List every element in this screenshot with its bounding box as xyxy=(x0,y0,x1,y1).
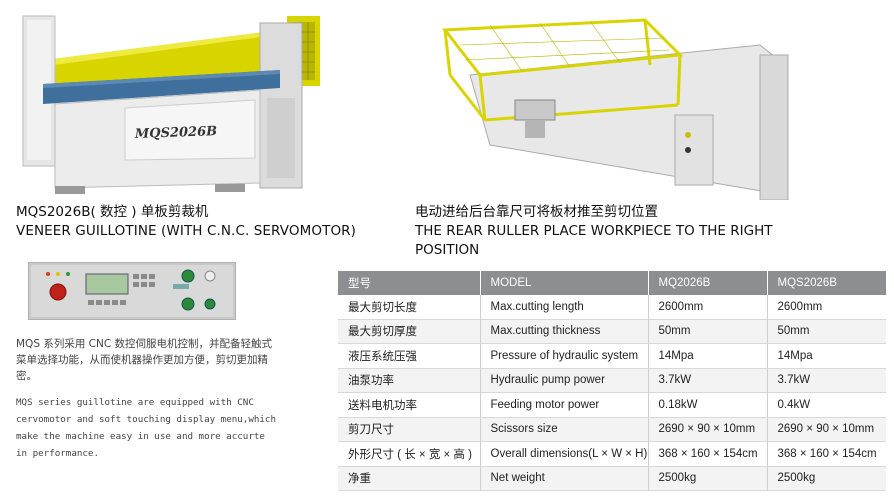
table-cell: 368 × 160 × 154cm xyxy=(648,441,768,467)
table-cell: 2500kg xyxy=(767,466,886,491)
table-cell: 0.18kW xyxy=(648,392,768,418)
header-model-en: MODEL xyxy=(480,271,649,295)
spec-table-header: 型号 MODEL MQ2026B MQS2026B xyxy=(338,271,886,295)
table-cell: 368 × 160 × 154cm xyxy=(767,441,886,467)
table-cell: 最大剪切长度 xyxy=(338,295,481,320)
table-row: 液压系统压强 Pressure of hydraulic system 14Mp… xyxy=(338,343,886,369)
table-cell: Hydraulic pump power xyxy=(480,368,649,393)
left-caption-en: VENEER GUILLOTINE (WITH C.N.C. SERVOMOTO… xyxy=(16,223,357,239)
spec-table: 型号 MODEL MQ2026B MQS2026B 最大剪切长度 Max.cut… xyxy=(338,271,886,491)
header-model-cn: 型号 xyxy=(338,271,481,295)
table-cell: 液压系统压强 xyxy=(338,343,481,369)
table-cell: 最大剪切厚度 xyxy=(338,319,481,344)
header-mqs2026b: MQS2026B xyxy=(767,271,886,295)
left-caption-cn: MQS2026B( 数控 ) 单板剪裁机 xyxy=(16,204,209,220)
table-row: 外形尺寸 ( 长 × 宽 × 高 ) Overall dimensions(L … xyxy=(338,441,886,467)
table-cell: 2600mm xyxy=(767,295,886,320)
right-caption-cn: 电动进给后台靠尺可将板材推至剪切位置 xyxy=(415,204,658,220)
table-cell: 净重 xyxy=(338,466,481,491)
table-cell: 油泵功率 xyxy=(338,368,481,393)
right-caption-en-line1: THE REAR RULLER PLACE WORKPIECE TO THE R… xyxy=(415,223,773,239)
table-cell: 2600mm xyxy=(648,295,768,320)
table-cell: 14Mpa xyxy=(648,343,768,369)
table-cell: 50mm xyxy=(767,319,886,344)
table-row: 油泵功率 Hydraulic pump power 3.7kW 3.7kW xyxy=(338,368,886,393)
table-cell: Max.cutting thickness xyxy=(480,319,649,344)
table-row: 最大剪切厚度 Max.cutting thickness 50mm 50mm xyxy=(338,319,886,344)
table-cell: Overall dimensions(L × W × H) xyxy=(480,441,649,467)
header-mq2026b: MQ2026B xyxy=(648,271,768,295)
table-cell: 3.7kW xyxy=(767,368,886,393)
description-cn: MQS 系列采用 CNC 数控伺服电机控制，并配备轻触式菜单选择功能，从而使机器… xyxy=(16,338,273,382)
table-cell: 外形尺寸 ( 长 × 宽 × 高 ) xyxy=(338,441,481,467)
table-cell: 3.7kW xyxy=(648,368,768,393)
table-cell: 2690 × 90 × 10mm xyxy=(767,417,886,442)
table-cell: 剪刀尺寸 xyxy=(338,417,481,442)
table-cell: 2690 × 90 × 10mm xyxy=(648,417,768,442)
table-cell: Pressure of hydraulic system xyxy=(480,343,649,369)
control-panel-photo xyxy=(27,261,237,321)
table-row: 剪刀尺寸 Scissors size 2690 × 90 × 10mm 2690… xyxy=(338,417,886,442)
description-en: MQS series guillotine are equipped with … xyxy=(16,397,276,459)
machine-model-label: MQS2026B xyxy=(134,124,218,142)
table-cell: 送料电机功率 xyxy=(338,392,481,418)
table-cell: 50mm xyxy=(648,319,768,344)
guillotine-machine-illustration: MQS2026B xyxy=(22,15,320,194)
table-row: 送料电机功率 Feeding motor power 0.18kW 0.4kW xyxy=(338,392,886,418)
table-row: 净重 Net weight 2500kg 2500kg xyxy=(338,466,886,491)
table-cell: 2500kg xyxy=(648,466,768,491)
machine-photo-mqs2026b: MQS2026B xyxy=(15,8,350,198)
table-cell: Feeding motor power xyxy=(480,392,649,418)
table-cell: Scissors size xyxy=(480,417,649,442)
table-cell: Net weight xyxy=(480,466,649,491)
table-cell: 14Mpa xyxy=(767,343,886,369)
table-cell: Max.cutting length xyxy=(480,295,649,320)
table-cell: 0.4kW xyxy=(767,392,886,418)
rear-ruller-illustration xyxy=(442,18,789,200)
table-row: 最大剪切长度 Max.cutting length 2600mm 2600mm xyxy=(338,295,886,320)
rear-ruller-photo xyxy=(430,5,800,200)
control-panel-illustration xyxy=(27,261,237,321)
right-caption-en-line2: POSITION xyxy=(415,242,480,258)
